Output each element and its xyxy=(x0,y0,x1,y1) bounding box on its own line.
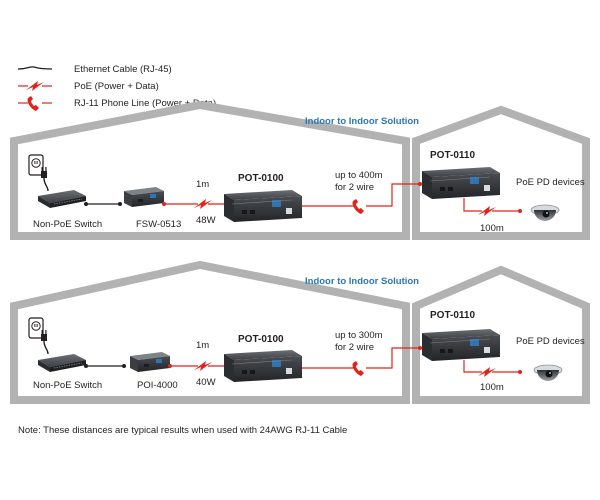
power-outlet-icon xyxy=(28,154,44,176)
footnote: Note: These distances are typical result… xyxy=(18,425,347,436)
power-plug-icon xyxy=(40,166,49,192)
legend-ethernet-label: Ethernet Cable (RJ-45) xyxy=(74,64,172,75)
pd-label-1: PoE PD devices xyxy=(516,177,585,188)
power-outlet-icon-2 xyxy=(28,317,44,339)
legend-rj11: RJ-11 Phone Line (Power + Data) xyxy=(18,96,216,111)
power-label-2: 40W xyxy=(196,377,216,388)
poe-cable-pd-2 xyxy=(463,360,482,373)
house-left-1 xyxy=(10,100,410,240)
dome-camera-icon-2 xyxy=(533,364,563,382)
network-switch-icon xyxy=(37,189,87,209)
power-plug-icon-2 xyxy=(40,329,49,355)
legend-rj11-label: RJ-11 Phone Line (Power + Data) xyxy=(74,98,216,109)
length-label-1: 1m xyxy=(196,179,209,190)
solution-title-1: Indoor to Indoor Solution xyxy=(305,116,419,127)
poe-receiver-icon-2 xyxy=(421,328,501,362)
house-right-2 xyxy=(412,265,590,404)
injector-label-2: POI-4000 xyxy=(137,380,178,391)
phone-handset-icon-2 xyxy=(352,361,364,376)
phone-handset-icon xyxy=(27,96,39,111)
injector-label-1: FSW-0513 xyxy=(136,219,181,230)
pd-label-2: PoE PD devices xyxy=(516,336,585,347)
legend-poe: PoE (Power + Data) xyxy=(18,81,159,92)
legend-poe-label: PoE (Power + Data) xyxy=(74,81,159,92)
distance-line1-2: up to 300m xyxy=(335,330,383,341)
poe-receiver-icon xyxy=(421,166,501,200)
ethernet-line-icon xyxy=(17,66,53,70)
power-label-1: 48W xyxy=(196,215,216,226)
poe-injector-icon xyxy=(124,187,164,207)
transmitter-label-2: POT-0100 xyxy=(238,334,284,345)
distance-line2-1: for 2 wire xyxy=(335,182,374,193)
pd-length-label-1: 100m xyxy=(480,223,504,234)
legend: Ethernet Cable (RJ-45) PoE (Power + Data… xyxy=(17,64,216,111)
switch-label-1: Non-PoE Switch xyxy=(33,219,102,230)
length-label-2: 1m xyxy=(196,340,209,351)
transmitter-label-1: POT-0100 xyxy=(238,173,284,184)
switch-label-2: Non-PoE Switch xyxy=(33,380,102,391)
network-switch-icon-2 xyxy=(37,353,87,373)
scenario-1: Indoor to Indoor Solution Non-PoE Switch… xyxy=(10,100,590,240)
legend-ethernet: Ethernet Cable (RJ-45) xyxy=(17,64,172,75)
poe-bolt-icon xyxy=(26,81,44,91)
phone-handset-icon-1 xyxy=(352,199,364,214)
distance-line1-1: up to 400m xyxy=(335,170,383,181)
solution-title-2: Indoor to Indoor Solution xyxy=(305,276,419,287)
poe-transmitter-icon xyxy=(223,189,303,223)
poe-injector-icon-2 xyxy=(130,352,170,372)
scenario-2: Indoor to Indoor Solution Non-PoE Switch… xyxy=(10,260,590,404)
distance-line2-2: for 2 wire xyxy=(335,342,374,353)
poe-cable-pd-1 xyxy=(463,198,482,212)
dome-camera-icon xyxy=(530,204,560,222)
house-left-2 xyxy=(10,260,410,404)
receiver-label-2: POT-0110 xyxy=(430,310,475,321)
house-right-1 xyxy=(412,105,590,240)
poe-transmitter-icon-2 xyxy=(223,349,303,383)
receiver-label-1: POT-0110 xyxy=(430,150,475,161)
pd-length-label-2: 100m xyxy=(480,382,504,393)
